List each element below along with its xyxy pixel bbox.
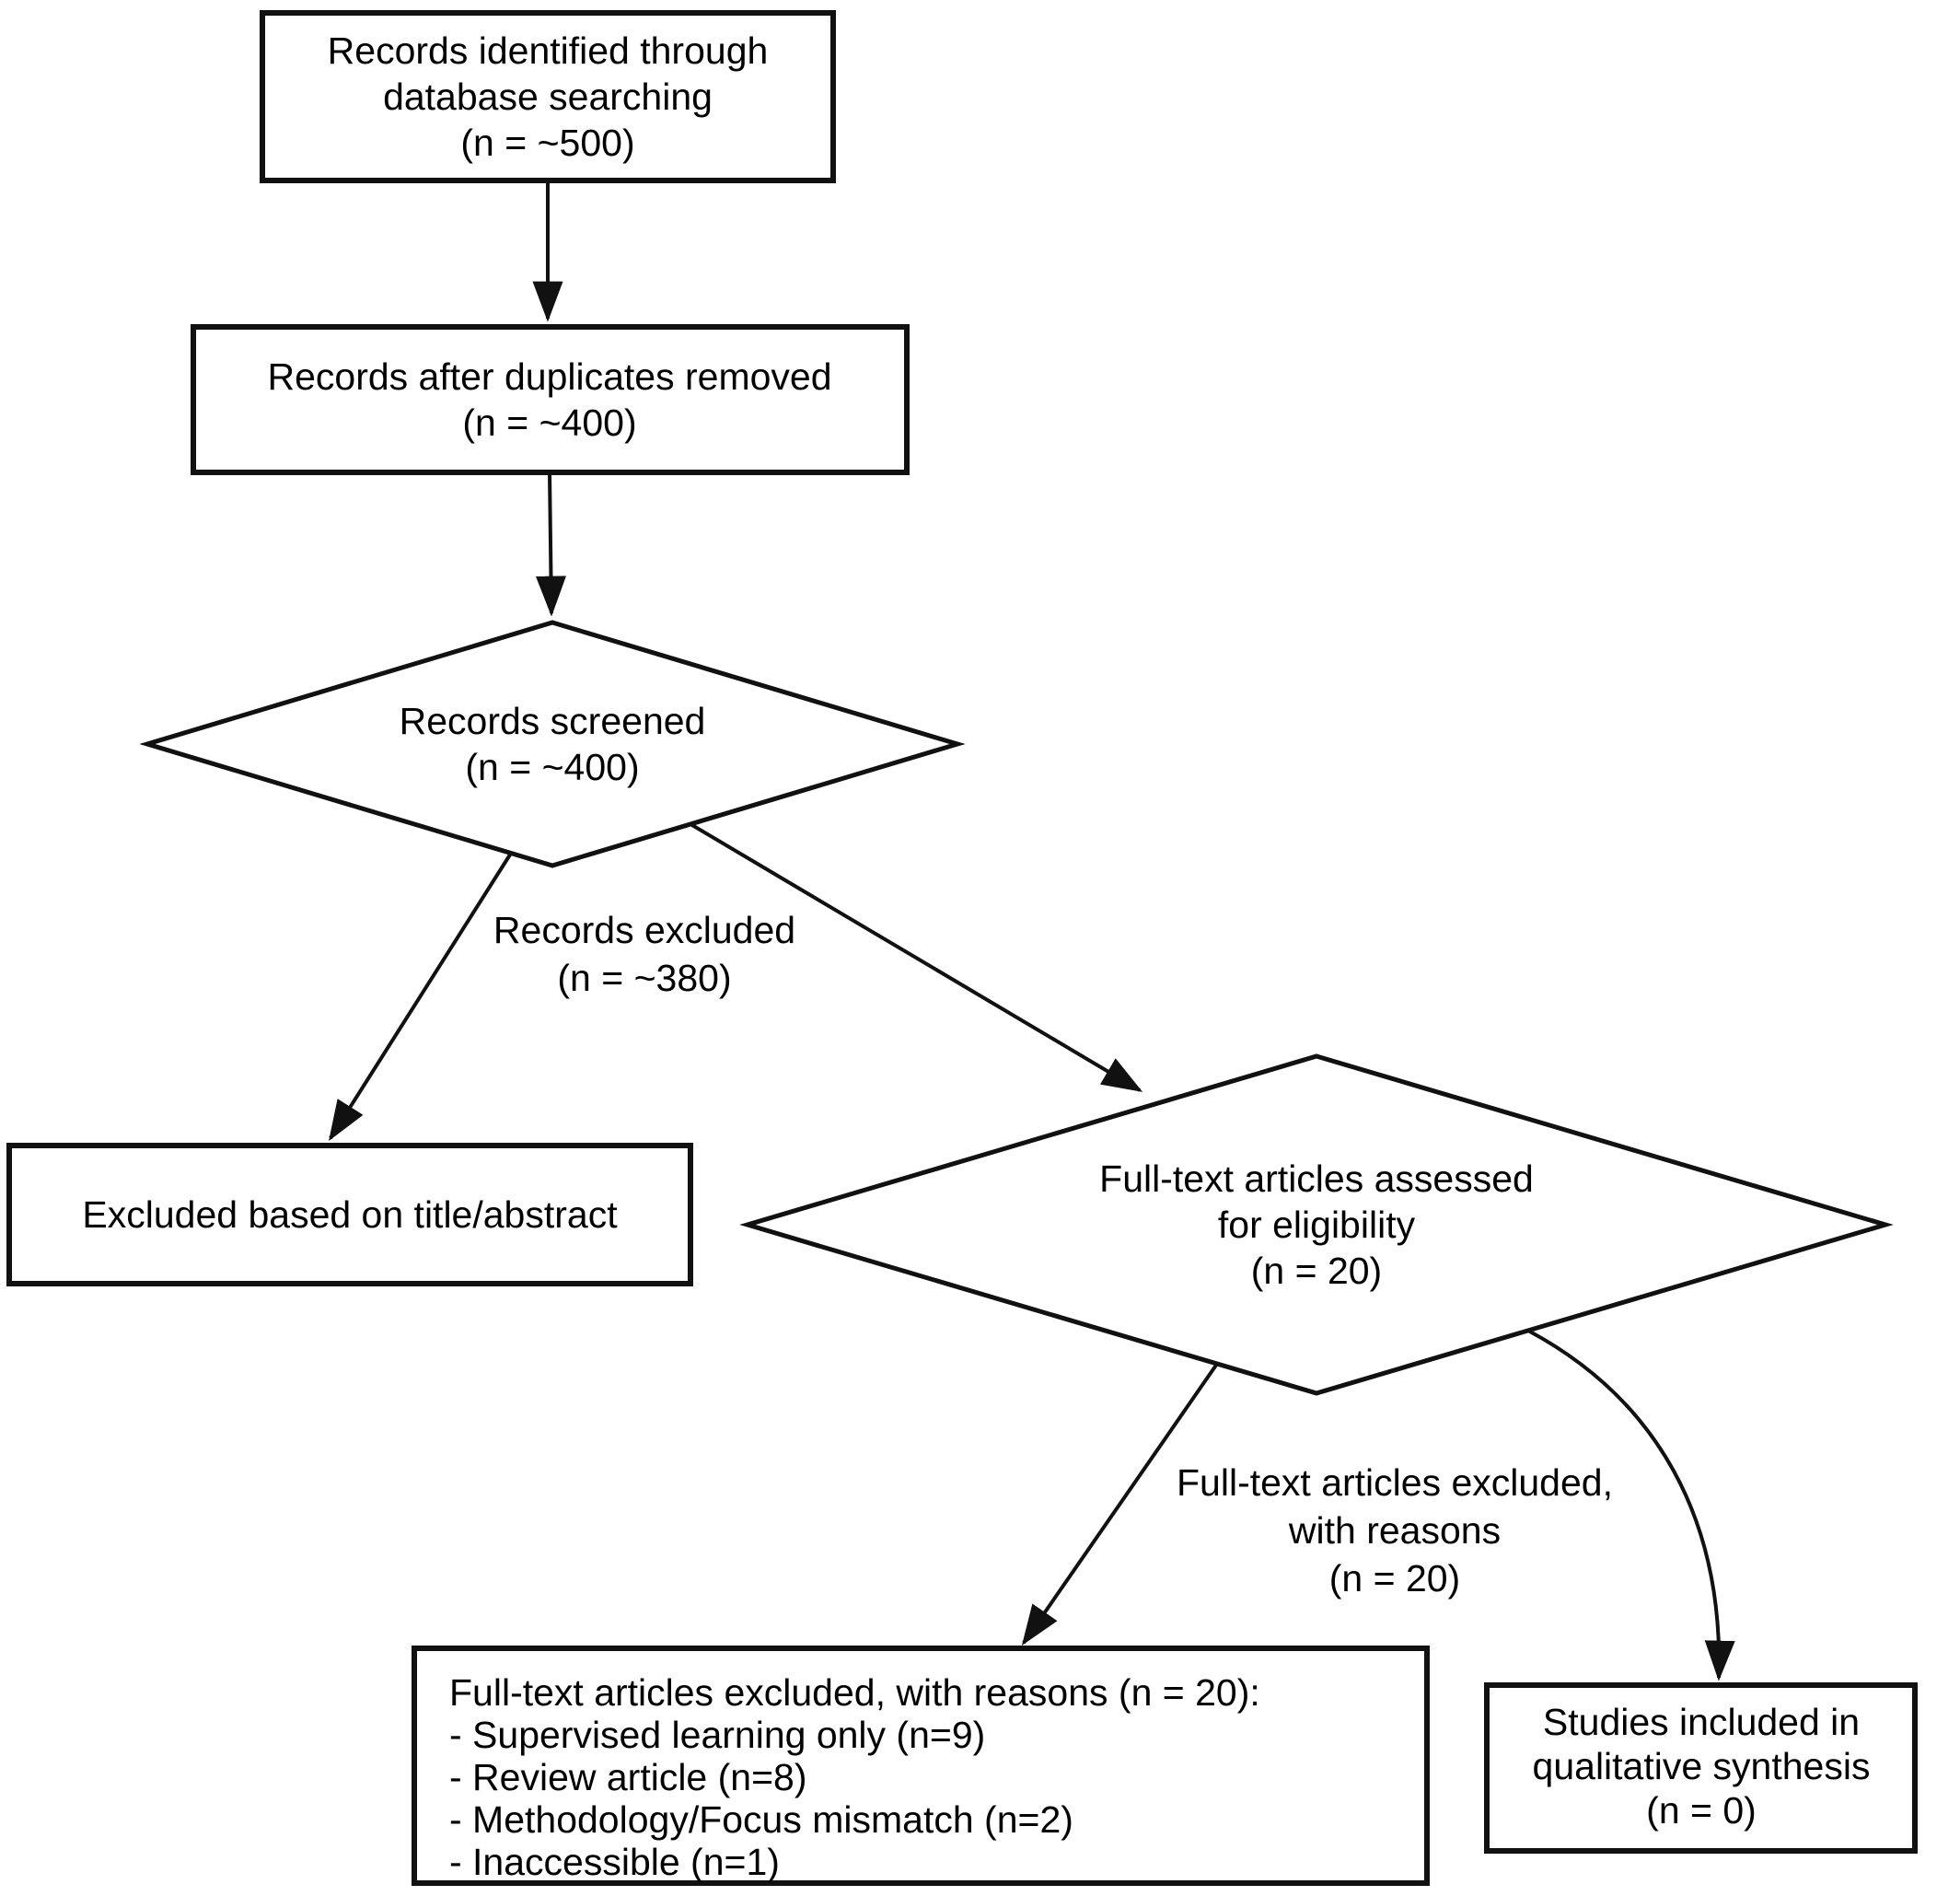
node-studies-included: Studies included in qualitative synthesi… bbox=[1484, 1682, 1918, 1854]
edge-screened-to-excluded bbox=[329, 850, 514, 1142]
fulltext-excluded-reasons-line3: - Review article (n=8) bbox=[449, 1756, 806, 1798]
edge-fulltext-to-reasons bbox=[1021, 1362, 1219, 1646]
duplicates-removed-line1: Records after duplicates removed bbox=[267, 355, 831, 398]
records-identified-box bbox=[260, 10, 836, 183]
duplicates-removed-line2: (n = ~400) bbox=[462, 401, 636, 444]
records-identified-line1: Records identified through bbox=[328, 29, 769, 72]
edge-label-fulltext-excluded: Full-text articles excluded, with reason… bbox=[1177, 1461, 1613, 1599]
records-identified-line2: database searching bbox=[383, 76, 713, 118]
edge-label-records-excluded: Records excluded (n = ~380) bbox=[493, 909, 795, 999]
fulltext-assessed-diamond bbox=[739, 1053, 1894, 1396]
fulltext-excluded-label-line1: Full-text articles excluded, bbox=[1177, 1461, 1613, 1504]
node-fulltext-excluded-reasons: Full-text articles excluded, with reason… bbox=[412, 1646, 1430, 1886]
node-duplicates-removed: Records after duplicates removed (n = ~4… bbox=[191, 324, 910, 475]
fulltext-excluded-reasons-box bbox=[412, 1646, 1430, 1886]
records-excluded-label-line2: (n = ~380) bbox=[557, 957, 731, 999]
studies-included-line3: (n = 0) bbox=[1646, 1789, 1757, 1832]
excluded-title-abstract-box bbox=[6, 1143, 693, 1286]
duplicates-removed-box bbox=[191, 324, 910, 475]
node-records-screened: Records screened (n = ~400) bbox=[139, 620, 966, 868]
node-fulltext-assessed: Full-text articles assessed for eligibil… bbox=[739, 1053, 1894, 1396]
fulltext-excluded-label-line3: (n = 20) bbox=[1329, 1557, 1460, 1599]
records-screened-line1: Records screened bbox=[400, 700, 706, 742]
edge-screened-to-fulltext bbox=[684, 820, 1143, 1092]
records-screened-diamond bbox=[139, 620, 966, 868]
edge-deduplicated-to-screened bbox=[535, 471, 566, 617]
fulltext-excluded-reasons-line1: Full-text articles excluded, with reason… bbox=[449, 1671, 1260, 1714]
fulltext-excluded-label-line2: with reasons bbox=[1288, 1509, 1501, 1552]
studies-included-line1: Studies included in bbox=[1543, 1701, 1860, 1743]
fulltext-excluded-reasons-line4: - Methodology/Focus mismatch (n=2) bbox=[449, 1798, 1073, 1841]
studies-included-line2: qualitative synthesis bbox=[1533, 1745, 1871, 1787]
edge-fulltext-to-included bbox=[1527, 1329, 1735, 1681]
records-identified-line3: (n = ~500) bbox=[460, 122, 634, 164]
excluded-title-abstract-line1: Excluded based on title/abstract bbox=[82, 1193, 618, 1236]
node-records-identified: Records identified through database sear… bbox=[260, 10, 836, 183]
fulltext-assessed-line1: Full-text articles assessed bbox=[1099, 1157, 1534, 1200]
fulltext-excluded-reasons-line5: - Inaccessible (n=1) bbox=[449, 1841, 780, 1883]
node-excluded-title-abstract: Excluded based on title/abstract bbox=[6, 1143, 693, 1286]
studies-included-box bbox=[1484, 1682, 1918, 1854]
fulltext-assessed-line3: (n = 20) bbox=[1251, 1250, 1382, 1292]
records-screened-line2: (n = ~400) bbox=[465, 746, 639, 788]
records-excluded-label-line1: Records excluded bbox=[493, 909, 795, 951]
fulltext-assessed-line2: for eligibility bbox=[1218, 1204, 1416, 1246]
fulltext-excluded-reasons-line2: - Supervised learning only (n=9) bbox=[449, 1714, 985, 1756]
edges bbox=[329, 180, 1735, 1681]
